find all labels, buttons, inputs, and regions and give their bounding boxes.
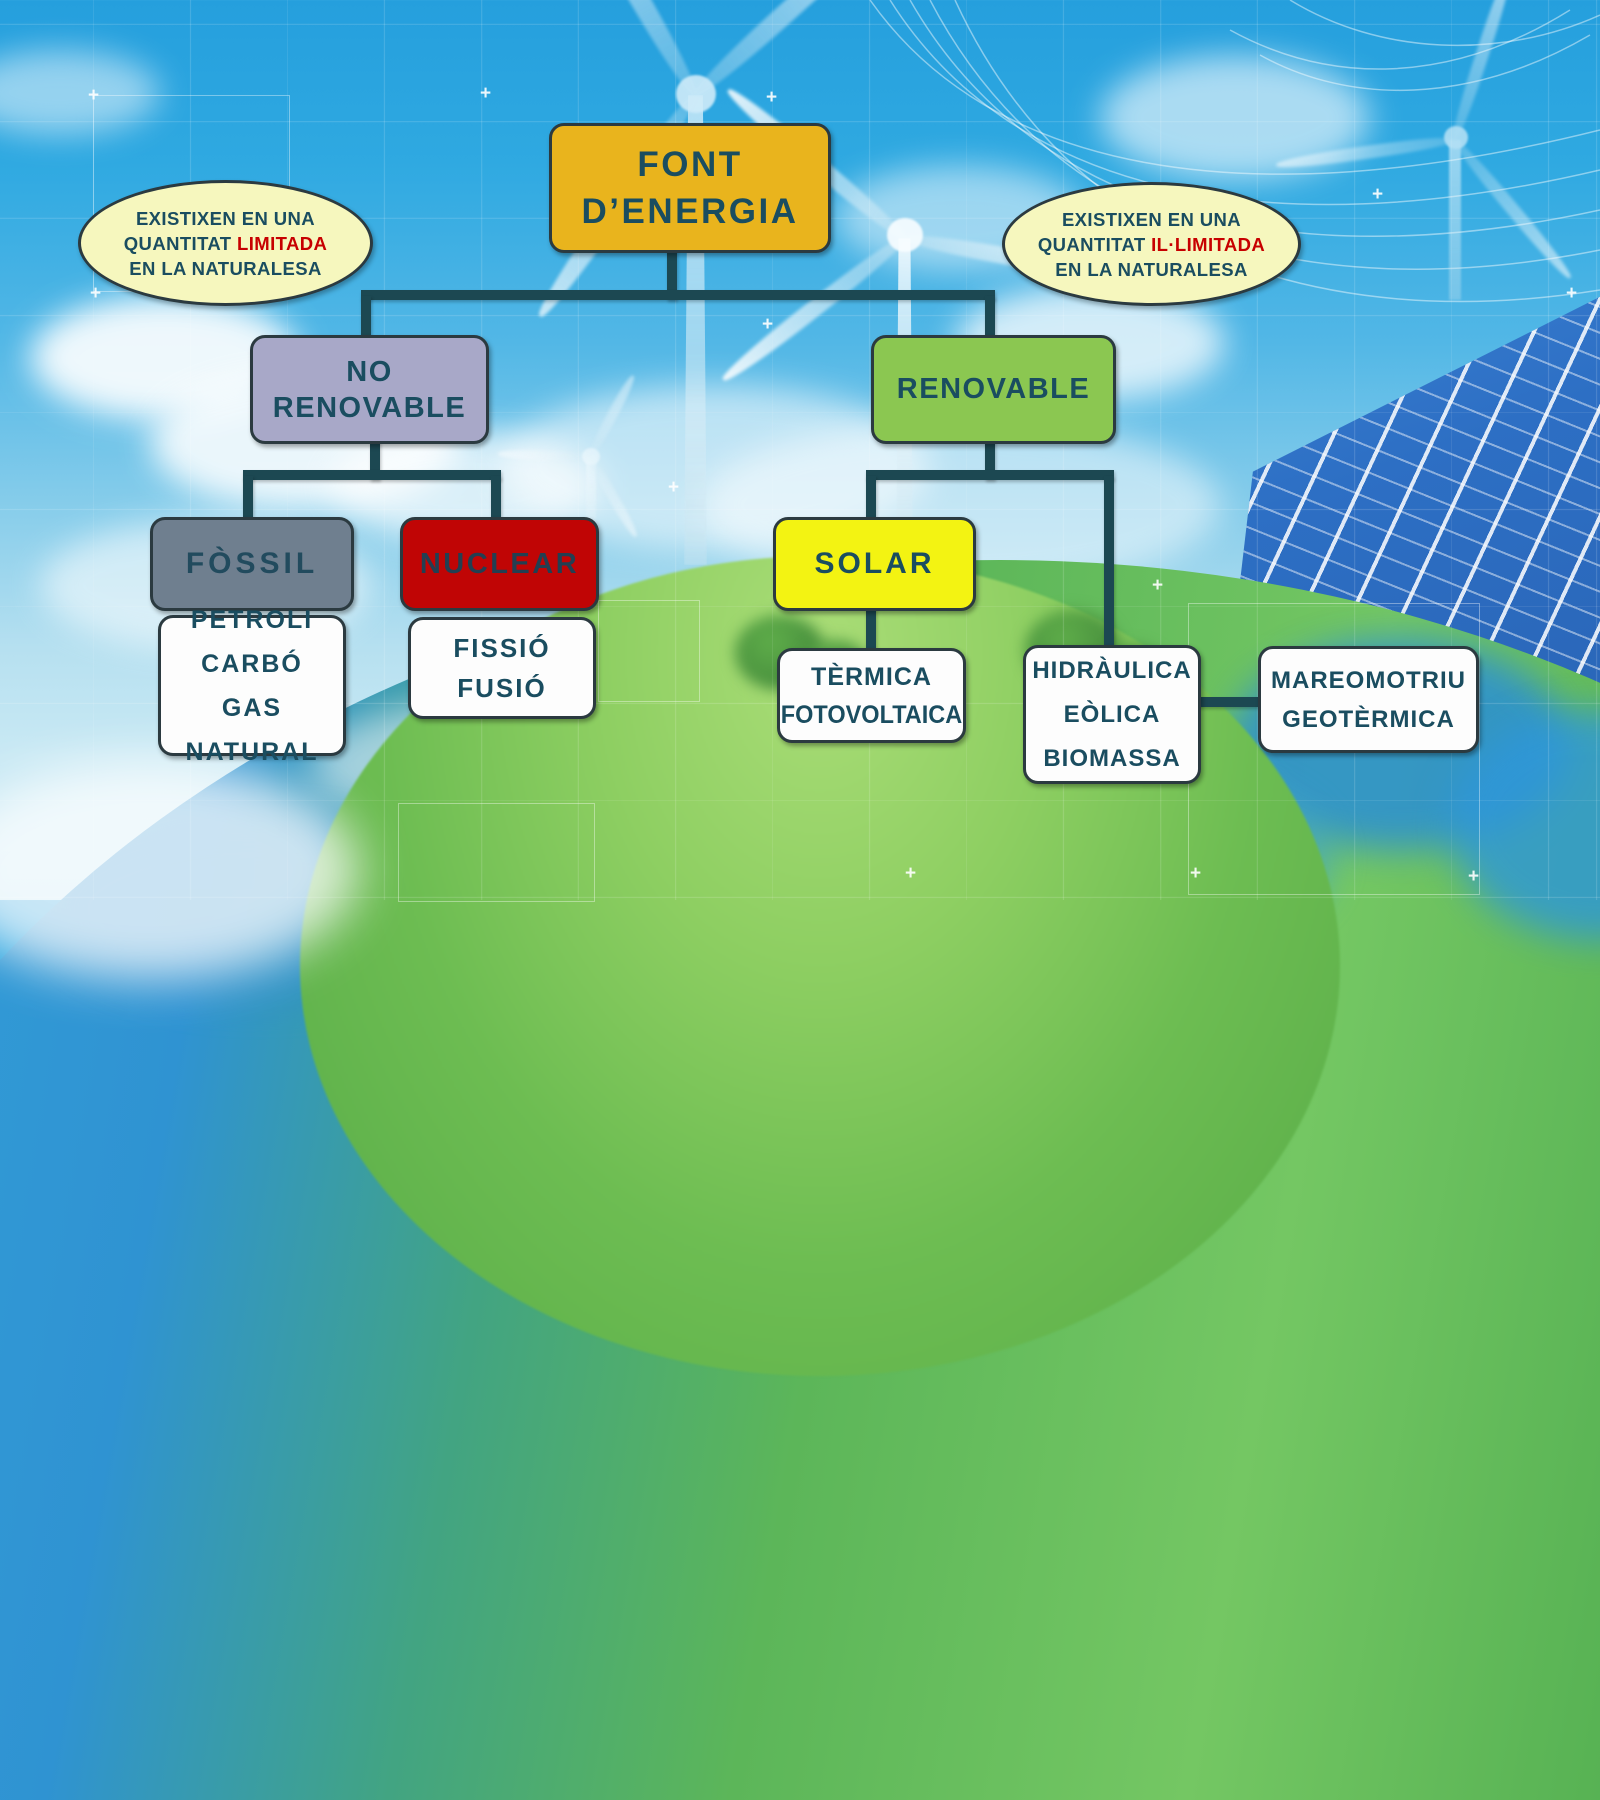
node-fossil: FÒSSIL [150,517,354,611]
grid-plus-mark: + [480,83,492,104]
annotation-highlight: IL·LIMITADA [1151,233,1266,255]
node-renovable: RENOVABLE [871,335,1116,444]
node-fossil-types: PETROLI CARBÓ GAS NATURAL [158,606,346,766]
connector-to-no-renovable [361,296,371,341]
connector-to-renovable [985,296,995,341]
connector-main-horizontal [361,290,995,300]
node-nuclear: NUCLEAR [400,517,599,611]
node-label-line: FOTOVOLTAICA [780,700,963,729]
node-renovable-types-a: HIDRÀULICA EÒLICA BIOMASSA [1023,645,1201,784]
node-label-line: TÈRMICA [811,662,932,691]
node-label-line: FISSIÓ [453,633,551,663]
node-font-denergia: FONT D’ENERGIA [549,123,831,253]
grid-plus-mark: + [90,283,102,304]
grid-rectangle [398,803,595,902]
connector-root-down [667,245,677,300]
annotation-text: QUANTITAT [1037,233,1152,255]
node-label-line: RENOVABLE [272,391,467,424]
node-label-line: EÒLICA [1063,700,1161,728]
node-label-line: CARBÓ [201,649,303,678]
grid-plus-mark: + [1190,863,1202,884]
connector-to-nuclear [491,476,501,522]
grid-plus-mark: + [88,85,100,106]
annotation-line: EXISTIXEN EN UNA [135,207,316,229]
node-label-line: MAREOMOTRIU [1271,666,1466,694]
grid-plus-mark: + [905,863,917,884]
grid-plus-mark: + [1152,575,1164,596]
node-label-line: FUSIÓ [457,673,547,703]
node-label: SOLAR [814,547,935,580]
node-label: FÒSSIL [185,547,319,580]
grid-plus-mark: + [766,87,778,108]
connector-renovable-down [985,434,995,480]
annotation-line: EXISTIXEN EN UNA [1061,208,1242,230]
connector-to-solar [866,476,876,522]
connector-to-fossil [243,476,253,522]
annotation-text: QUANTITAT [123,232,238,254]
grid-rectangle [598,600,700,702]
node-renovable-types-b: MAREOMOTRIU GEOTÈRMICA [1258,646,1479,753]
node-solar: SOLAR [773,517,976,611]
node-label-line: HIDRÀULICA [1032,656,1192,684]
node-label-line: D’ENERGIA [581,192,799,231]
grid-plus-mark: + [1468,866,1480,887]
connector-to-hidraulica [1104,476,1114,650]
cloud [0,50,160,135]
node-label: RENOVABLE [896,373,1091,405]
node-label-line: FONT [637,145,743,184]
node-label-line: GEOTÈRMICA [1282,705,1455,733]
connector-right-branch-horizontal [866,470,1114,480]
connector-no-renovable-down [370,434,380,480]
node-label-line: PETROLI [190,605,314,634]
connector-hidraulica-to-mareomotriu [1190,697,1262,707]
node-nuclear-types: FISSIÓ FUSIÓ [408,617,596,719]
annotation-limited-quantity: EXISTIXEN EN UNA QUANTITAT LIMITADA EN L… [78,180,373,306]
connector-solar-to-termica [866,601,876,653]
connector-left-branch-horizontal [243,470,501,480]
node-label-line: GAS NATURAL [185,693,319,766]
annotation-line: QUANTITAT IL·LIMITADA [1038,232,1265,257]
node-no-renovable: NO RENOVABLE [250,335,489,444]
annotation-line: EN LA NATURALESA [129,257,322,279]
node-label-line: NO [346,355,393,388]
annotation-highlight: LIMITADA [237,232,328,254]
node-label: NUCLEAR [419,547,580,580]
node-solar-types: TÈRMICA FOTOVOLTAICA [777,648,966,743]
grid-plus-mark: + [1566,283,1578,304]
annotation-line: EN LA NATURALESA [1055,258,1248,280]
node-label-line: BIOMASSA [1043,744,1181,772]
grid-plus-mark: + [762,314,774,335]
annotation-unlimited-quantity: EXISTIXEN EN UNA QUANTITAT IL·LIMITADA E… [1002,182,1301,306]
annotation-line: QUANTITAT LIMITADA [124,231,327,256]
grid-plus-mark: + [668,477,680,498]
grid-plus-mark: + [1372,184,1384,205]
